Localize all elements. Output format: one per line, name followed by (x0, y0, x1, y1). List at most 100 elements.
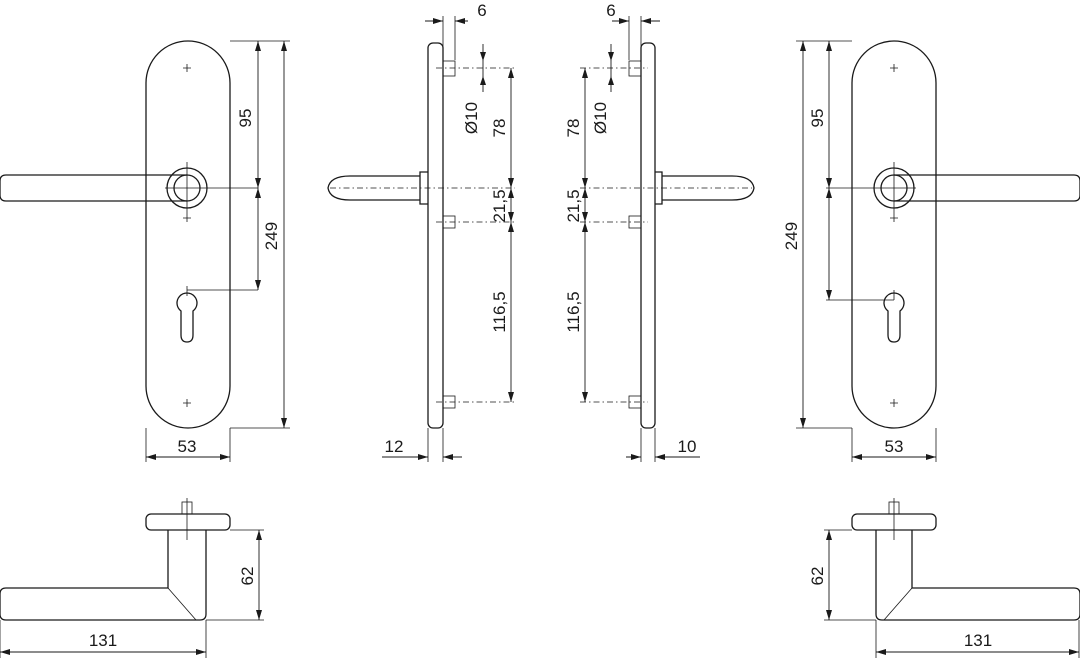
right-side-215-label: 21,5 (564, 189, 583, 222)
right-top-62-arrow-b (826, 610, 832, 620)
right-side-chain-a5 (582, 222, 588, 232)
right-dim-95-arrow-mid2 (826, 188, 832, 198)
left-side-chain-a3 (508, 188, 514, 198)
left-top-ext (206, 529, 264, 621)
right-side-d10-arrow-b (608, 76, 614, 85)
left-top-rosette (145, 513, 231, 531)
right-side-view: 6 Ø10 78 21,5 116,5 10 (564, 1, 755, 462)
left-side-78-label: 78 (490, 119, 509, 138)
right-side-d10-arrow-t (608, 52, 614, 61)
right-top-131-arrow-r (1069, 649, 1079, 655)
left-top-131-label: 131 (89, 631, 117, 650)
right-top-62-label: 62 (808, 567, 827, 586)
right-side-pin-bot (628, 395, 642, 409)
left-top-view: 62 131 (0, 498, 264, 658)
left-side-6-arrow-r (455, 18, 465, 24)
right-dim-95-arrow-bot (826, 290, 832, 300)
left-dim-95-label: 95 (236, 109, 255, 128)
left-dim-249-arrow-bot (281, 418, 287, 428)
right-side-10-label: 10 (678, 437, 697, 456)
left-top-131-arrow-r (196, 649, 206, 655)
left-side-d10-label: Ø10 (462, 102, 481, 134)
left-side-6-arrow-l (433, 18, 443, 24)
left-dim-53-arrow-r (220, 454, 230, 460)
right-dim-95-label: 95 (808, 109, 827, 128)
left-escutcheon-plate (145, 40, 231, 429)
left-side-chain-a2 (508, 178, 514, 188)
right-side-chain-a6 (582, 392, 588, 402)
right-top-lever-chamfer (883, 587, 913, 621)
left-dim-249-label: 249 (262, 222, 281, 250)
right-screw-bottom (890, 399, 898, 407)
right-side-chain-a3 (582, 188, 588, 198)
right-dim-53-arrow-l (852, 454, 862, 460)
right-side-chain-a4 (582, 212, 588, 222)
left-top-lever (0, 530, 207, 621)
left-side-chain-a1 (508, 68, 514, 78)
right-escutcheon-plate (851, 40, 937, 429)
left-side-6-label: 6 (477, 1, 486, 20)
left-side-6-ext (442, 16, 456, 60)
right-keyhole (883, 292, 905, 343)
right-side-6-label: 6 (606, 1, 615, 20)
left-side-lever-inner (420, 171, 428, 205)
left-screw-mid (183, 214, 191, 222)
right-side-chain-a1 (582, 68, 588, 78)
left-side-d10-arrow-b (480, 76, 486, 85)
left-side-12-label: 12 (385, 437, 404, 456)
right-dim-95-arrow-mid1 (826, 178, 832, 188)
right-dim-249-arrow-bot (800, 418, 806, 428)
left-top-62-arrow-b (256, 610, 262, 620)
right-side-pin-top (628, 60, 642, 77)
right-side-10-arrow-l (631, 454, 641, 460)
right-side-pin-mid (628, 215, 642, 229)
left-side-12-arrow-r (443, 454, 453, 460)
left-keyhole (176, 292, 198, 343)
left-top-62-arrow-t (256, 530, 262, 540)
right-top-131-label: 131 (964, 631, 992, 650)
right-side-78-label: 78 (564, 119, 583, 138)
left-screw-top (183, 64, 191, 72)
right-side-6-ext (628, 16, 642, 60)
right-top-131-arrow-l (876, 649, 886, 655)
left-dim-95-arrow-bot (255, 280, 261, 290)
left-lever-handle (0, 174, 187, 202)
right-side-10-arrow-r (655, 454, 665, 460)
left-side-215-label: 21,5 (490, 189, 509, 222)
right-top-62-arrow-t (826, 530, 832, 540)
right-side-plate (640, 42, 656, 429)
left-top-131-arrow-l (0, 649, 10, 655)
left-side-plate (427, 42, 444, 429)
left-side-view: 6 Ø10 78 21,5 116,5 12 (327, 1, 515, 462)
left-side-1165-label: 116,5 (490, 291, 509, 332)
left-side-12-ext (427, 428, 444, 462)
left-side-pin-top (442, 60, 456, 77)
left-side-chain-a4 (508, 212, 514, 222)
left-side-12-arrow-l (418, 454, 428, 460)
left-side-chain-a5 (508, 222, 514, 232)
right-dim-249-arrow-top (800, 41, 806, 51)
left-top-62-label: 62 (238, 567, 257, 586)
right-top-ext (824, 529, 876, 621)
left-dim-249-arrow-top (281, 41, 287, 51)
right-dim-249-label: 249 (782, 222, 801, 250)
left-dim-53-arrow-l (146, 454, 156, 460)
left-front-view: 95 249 53 (0, 40, 290, 462)
left-top-lever-chamfer (167, 587, 197, 621)
right-screw-mid (890, 214, 898, 222)
right-side-chain-a2 (582, 178, 588, 188)
right-keyhole-center (826, 290, 895, 301)
left-keyhole-center (186, 286, 258, 296)
right-lever-handle (894, 174, 1080, 202)
right-side-6-arrow-r (641, 18, 651, 24)
right-front-view: 95 249 53 (782, 40, 1080, 462)
left-dim-95-arrow-mid2 (255, 188, 261, 198)
left-dim-95-arrow-mid1 (255, 178, 261, 188)
right-side-10-ext (640, 428, 656, 462)
left-dim-95-arrow-top (255, 41, 261, 51)
right-top-view: 62 131 (808, 498, 1080, 658)
right-top-lever (875, 530, 1080, 621)
left-dim-53-label: 53 (178, 437, 197, 456)
right-dim-53-label: 53 (885, 437, 904, 456)
